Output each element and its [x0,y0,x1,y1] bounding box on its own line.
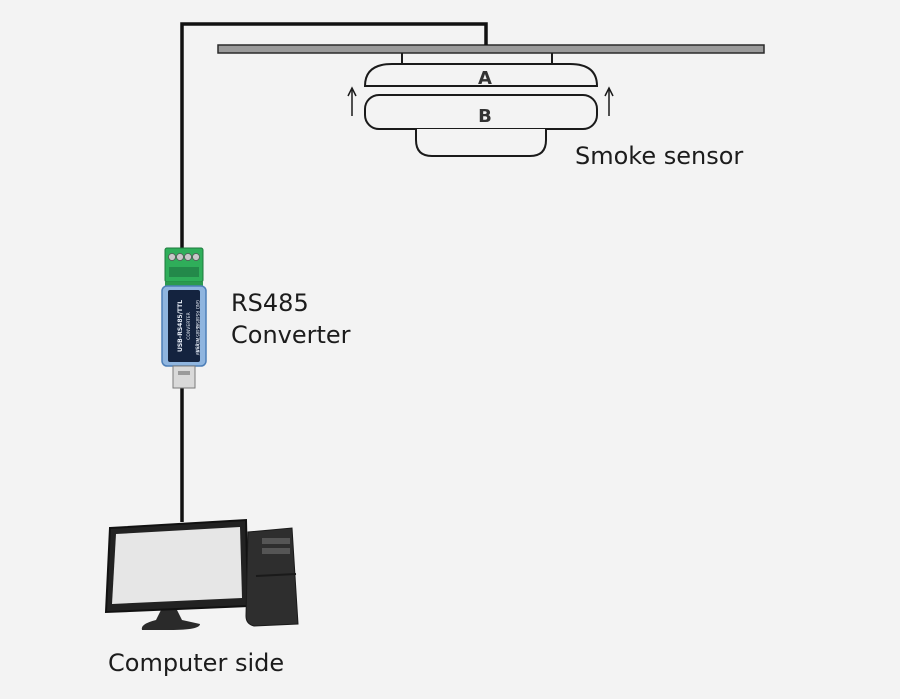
usb-plug [172,365,196,389]
rs485-converter: USB-RS485/TTL CONVERTER USB GND RS485 B … [161,247,207,389]
smoke-sensor-label: Smoke sensor [575,142,744,170]
converter-pin-label: GND [195,300,200,309]
converter-pin-label: 5V [195,350,200,356]
converter-port-text: USB [195,343,201,352]
rs485-cable [180,22,488,248]
monitor-stand [141,608,200,630]
computer-side-label: Computer side [108,649,285,677]
converter-name-text: CONVERTER [186,312,192,340]
converter-model-text: USB-RS485/TTL [177,300,184,352]
monitor-screen [112,527,242,604]
converter-pin-label: RS485 B [195,311,200,328]
converter-label-line1: RS485 [231,289,309,317]
sensor-dome [415,129,547,157]
computer [104,518,299,630]
converter-label-line2: Converter [231,321,351,349]
sensor-base-a [363,63,599,87]
smoke-sensor [347,53,614,157]
ceiling-bar [217,44,765,54]
converter-pin-label: RS485 A [195,324,200,341]
converter-pin-label: TXD/A+ [195,336,200,353]
sensor-part-a-label: A [478,68,492,89]
sensor-part-b-label: B [478,106,492,127]
